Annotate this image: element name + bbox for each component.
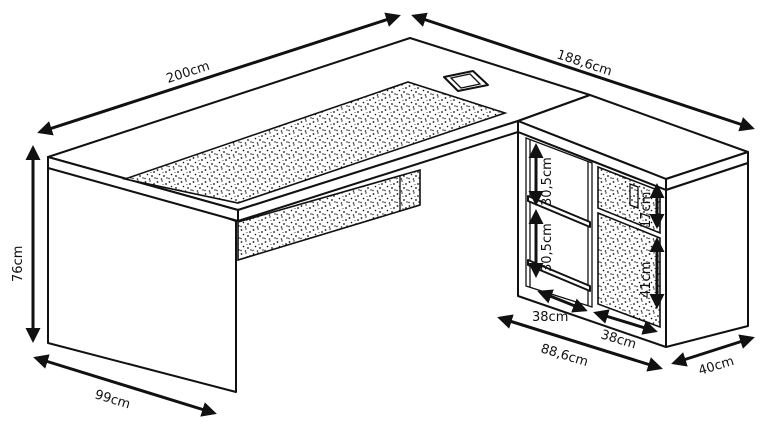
drawer-handle <box>629 183 639 209</box>
dim-cabinet-depth-arrow <box>671 334 755 367</box>
dim-cabinet-width-arrow <box>497 314 663 372</box>
dim-depth-arrow <box>33 354 217 417</box>
dimension-lines <box>25 12 755 417</box>
label-drawer-small: 17cm <box>639 192 654 228</box>
label-width-return: 188,6cm <box>555 48 614 80</box>
dim-width-main-arrow <box>37 12 401 136</box>
label-cabinet-depth: 40cm <box>697 354 736 379</box>
label-shelf-top: 30,5cm <box>540 157 555 206</box>
dim-shelf-width-arrow <box>537 289 588 313</box>
label-cabinet-width: 88,6cm <box>539 341 590 370</box>
small-drawer <box>597 165 661 235</box>
label-shelf-width: 38cm <box>532 310 568 325</box>
modesty-panel <box>237 168 421 262</box>
label-drawer-large: 41cm <box>639 262 654 298</box>
label-height: 76cm <box>11 246 26 282</box>
dim-drawer-width-arrow <box>593 309 658 335</box>
return-cabinet <box>517 94 749 348</box>
label-shelf-bottom: 30,5cm <box>540 223 555 272</box>
dim-width-return-arrow <box>411 12 755 132</box>
label-depth-main: 99cm <box>93 387 132 412</box>
